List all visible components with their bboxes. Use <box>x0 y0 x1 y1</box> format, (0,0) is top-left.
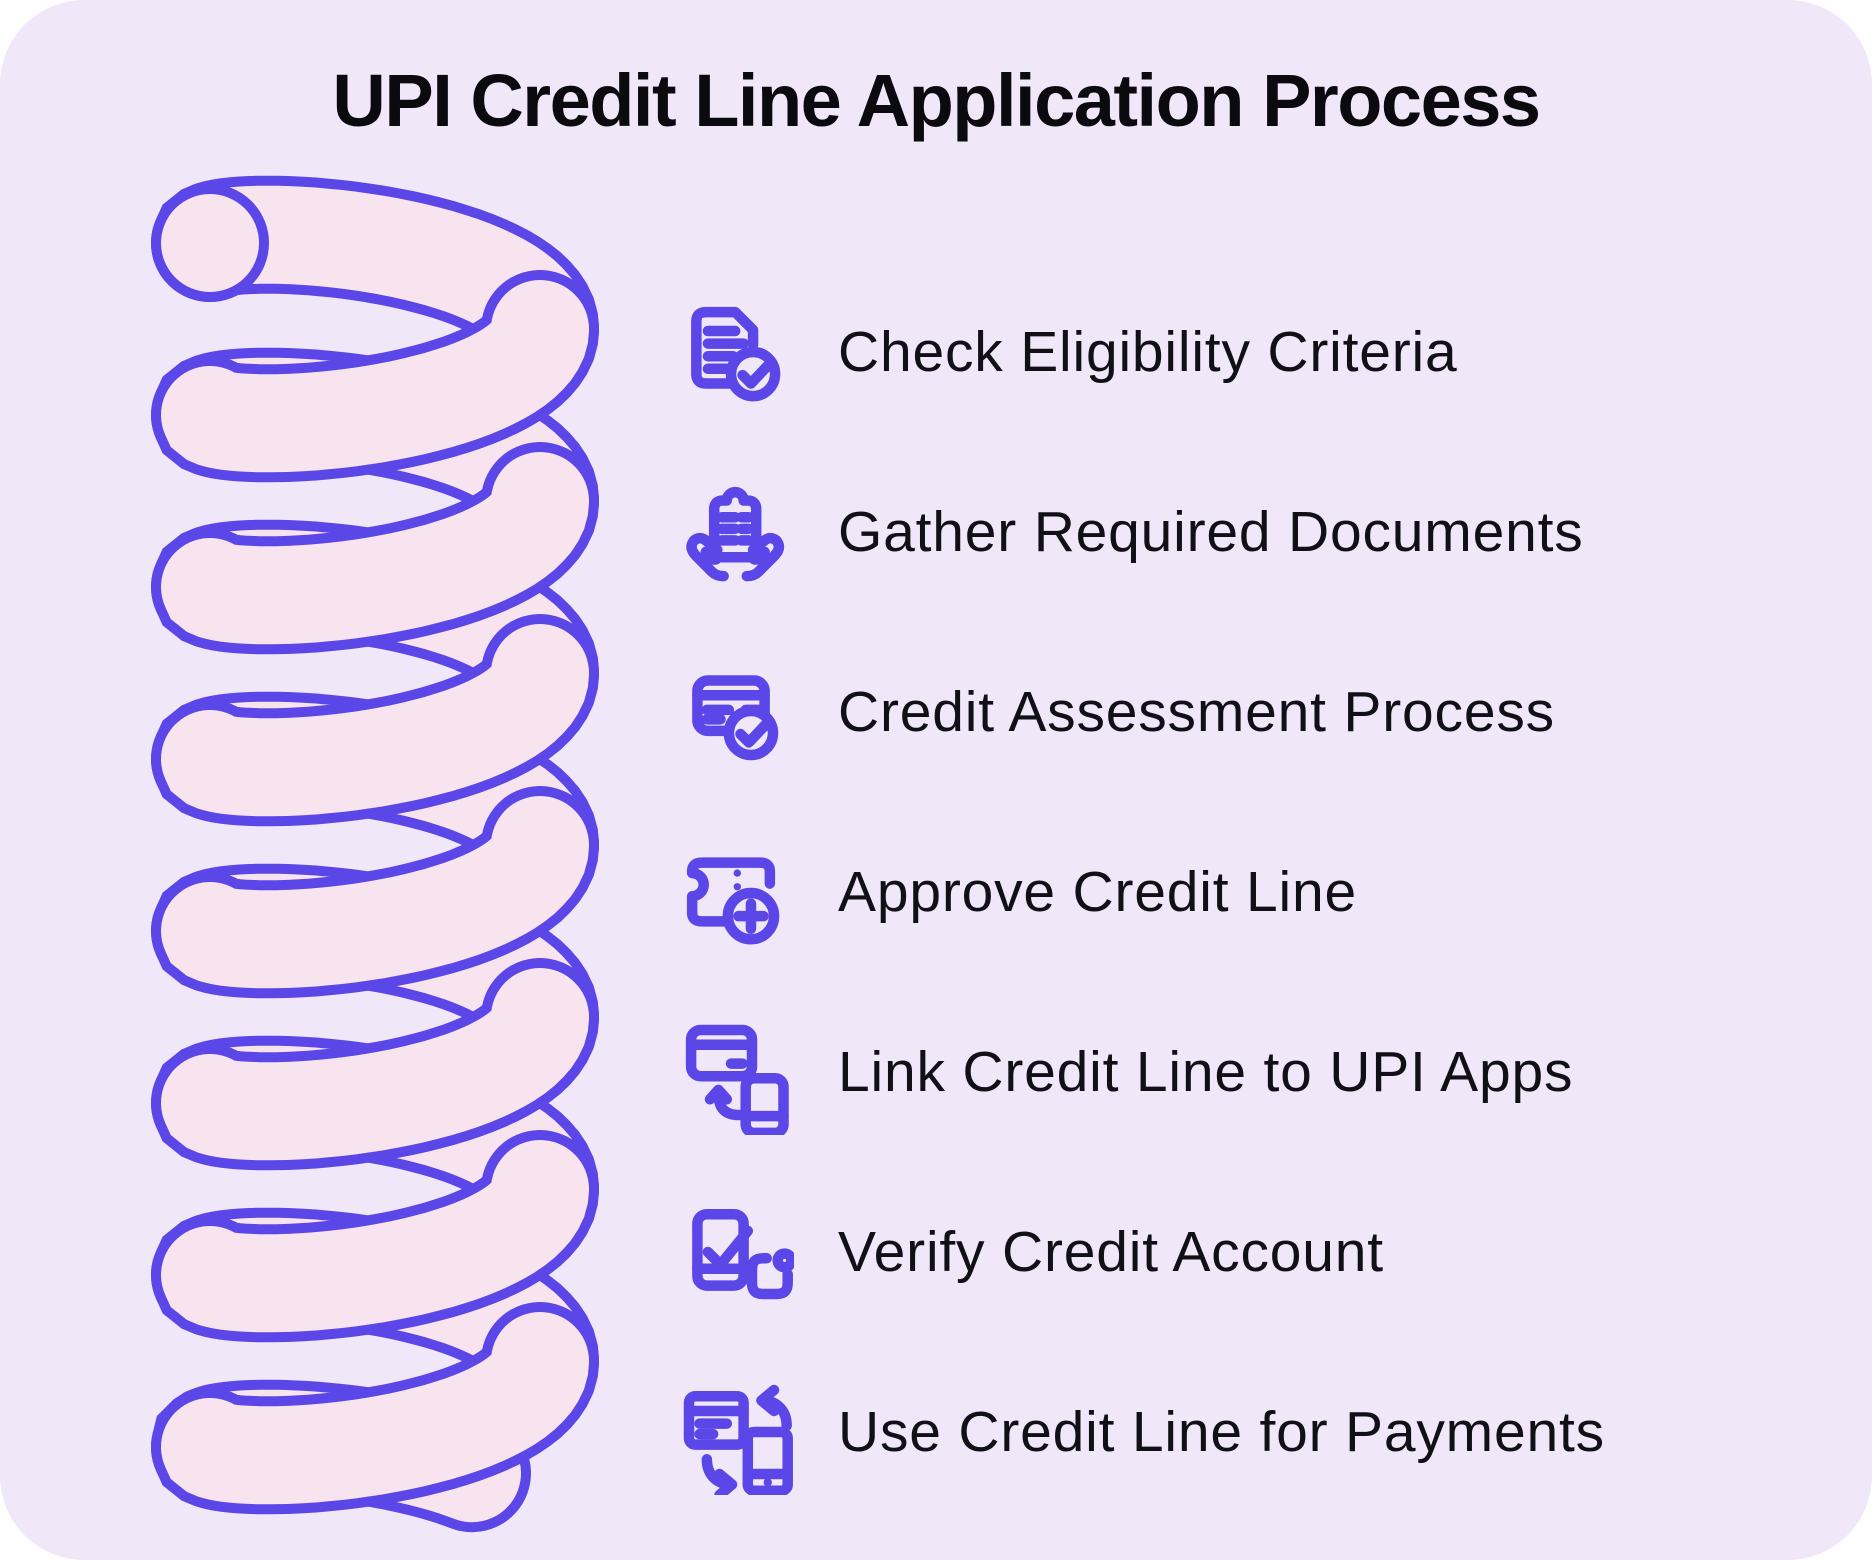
step-row: Use Credit Line for Payments <box>0 1342 1872 1522</box>
ticket-plus-icon <box>668 829 794 955</box>
step-row: Verify Credit Account <box>0 1162 1872 1342</box>
step-row: Gather Required Documents <box>0 442 1872 622</box>
steps-list: Check Eligibility Criteria Gather Requir… <box>0 262 1872 1522</box>
step-row: Approve Credit Line <box>0 802 1872 982</box>
step-label: Verify Credit Account <box>838 1220 1384 1284</box>
card-phone-exchange-icon <box>668 1369 794 1495</box>
card-to-phone-link-icon <box>668 1009 794 1135</box>
phone-check-verify-icon <box>668 1189 794 1315</box>
step-row: Credit Assessment Process <box>0 622 1872 802</box>
step-label: Credit Assessment Process <box>838 680 1555 744</box>
document-check-icon <box>668 289 794 415</box>
step-row: Check Eligibility Criteria <box>0 262 1872 442</box>
spiral-coil-graphic <box>151 175 599 1533</box>
step-label: Use Credit Line for Payments <box>838 1400 1605 1464</box>
page-title: UPI Credit Line Application Process <box>332 59 1541 142</box>
step-label: Gather Required Documents <box>838 500 1584 564</box>
step-label: Approve Credit Line <box>838 860 1357 924</box>
credit-card-check-icon <box>668 649 794 775</box>
step-row: Link Credit Line to UPI Apps <box>0 982 1872 1162</box>
hands-holding-document-icon <box>668 469 794 595</box>
step-label: Check Eligibility Criteria <box>838 320 1458 384</box>
step-label: Link Credit Line to UPI Apps <box>838 1040 1574 1104</box>
